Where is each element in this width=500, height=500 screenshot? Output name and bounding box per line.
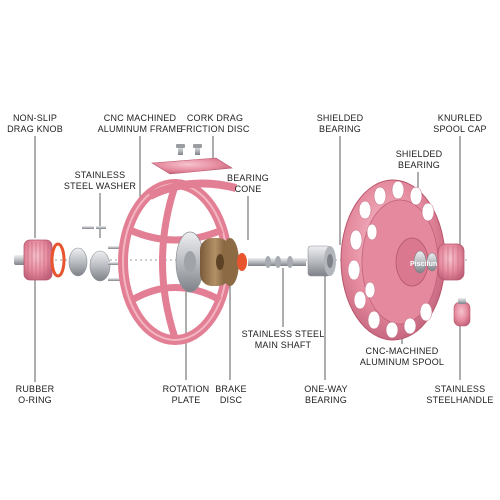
shielded-bearing-2 xyxy=(426,252,438,272)
steel-washer-2 xyxy=(89,250,111,282)
oneway-bearing xyxy=(307,245,336,277)
drag-knob xyxy=(14,239,53,281)
steel-washer-1 xyxy=(68,247,88,277)
cork-drag-plate xyxy=(151,144,233,175)
small-screws xyxy=(82,226,106,229)
knurled-spool-cap xyxy=(437,243,465,281)
stainless-handle xyxy=(453,298,471,327)
main-shaft xyxy=(248,256,306,268)
rotation-plate xyxy=(175,231,205,293)
bearing-cone xyxy=(237,253,247,271)
washer-pins xyxy=(108,246,122,281)
rubber-o-ring xyxy=(50,242,66,278)
brand-mark: Piscifun xyxy=(410,261,437,268)
aluminum-spool xyxy=(340,179,446,341)
shielded-bearing-1 xyxy=(413,250,427,274)
brake-disc xyxy=(200,238,239,286)
